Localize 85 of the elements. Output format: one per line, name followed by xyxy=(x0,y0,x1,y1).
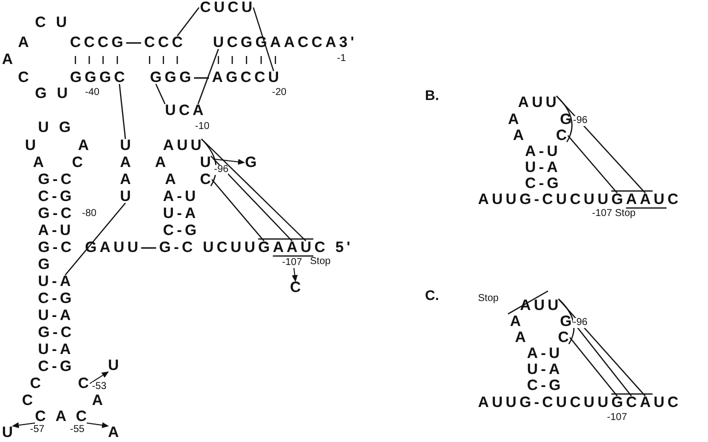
sequence-text: G-C xyxy=(38,206,74,221)
sequence-text: G xyxy=(560,112,575,127)
sequence-text: A xyxy=(510,314,524,329)
stop-label: Stop xyxy=(310,257,331,267)
sequence-text: AUU xyxy=(518,95,560,110)
position-number: -107 xyxy=(282,258,302,268)
position-number: -80 xyxy=(82,209,96,219)
sequence-text: C-G xyxy=(525,176,562,191)
sequence-text: GGGC xyxy=(70,70,128,85)
sequence-text: U-A xyxy=(525,160,561,175)
sequence-text: U-A xyxy=(38,274,74,289)
sequence-text: A xyxy=(92,393,106,408)
sequence-text: G-C xyxy=(38,172,74,187)
position-number: -40 xyxy=(85,88,100,98)
sequence-text: C xyxy=(556,128,570,143)
sequence-text: C-G xyxy=(163,223,200,238)
sequence-text: A xyxy=(515,330,529,345)
position-number: -20 xyxy=(272,88,286,98)
position-number: -107 xyxy=(607,413,628,423)
sequence-text: A-U xyxy=(527,346,563,361)
sequence-text: U xyxy=(120,189,134,204)
panel-label: B. xyxy=(425,88,439,102)
sequence-text: G xyxy=(38,257,53,272)
sequence-text: A-U xyxy=(163,189,199,204)
sequence-text: C xyxy=(558,330,572,345)
position-number: -96 xyxy=(573,116,588,126)
sequence-text: UCA xyxy=(165,103,206,118)
sequence-text: AUUG-CUCUUGAAUC xyxy=(478,192,682,207)
sequence-text: A xyxy=(108,425,122,440)
sequence-text: U xyxy=(120,138,134,153)
sequence-text: CUCU xyxy=(200,0,256,15)
stop-label: Stop xyxy=(615,209,636,219)
sequence-text: AUU xyxy=(163,138,204,153)
sequence-text: A-U xyxy=(38,223,74,238)
sequence-text: A xyxy=(18,35,32,50)
sequence-text: G-C xyxy=(38,240,74,255)
sequence-text: U xyxy=(200,155,214,170)
sequence-text: U xyxy=(25,138,39,153)
sequence-text: CCCG—CCC xyxy=(70,35,186,50)
position-number: -53 xyxy=(92,382,106,392)
stop-label: Stop xyxy=(478,294,499,304)
sequence-text: C xyxy=(18,70,32,85)
sequence-text: U xyxy=(2,425,16,440)
position-number: -57 xyxy=(30,425,44,435)
sequence-text: A xyxy=(120,155,134,170)
sequence-text: C xyxy=(200,172,214,187)
sequence-text: U-A xyxy=(527,362,563,377)
sequence-text: A xyxy=(155,155,169,170)
position-number: -96 xyxy=(573,318,588,328)
sequence-text: U-A xyxy=(163,206,199,221)
sequence-text: G-C xyxy=(38,325,74,340)
sequence-text: C-G xyxy=(527,378,564,393)
sequence-text: AUUG-CUCUUGCAUC xyxy=(478,395,682,410)
sequence-text: C xyxy=(22,393,36,408)
sequence-text: U xyxy=(108,358,122,373)
position-number: -55 xyxy=(70,425,84,435)
sequence-text: A xyxy=(513,128,527,143)
sequence-text: G xyxy=(560,314,575,329)
sequence-text: U G xyxy=(38,120,74,135)
position-number: -1 xyxy=(337,54,346,64)
position-number: -107 xyxy=(592,209,612,219)
sequence-text: G xyxy=(245,155,260,170)
sequence-text: A-U xyxy=(525,144,561,159)
sequence-text: C-G xyxy=(38,359,74,374)
position-number: -10 xyxy=(195,122,210,132)
panel-label: C. xyxy=(425,288,439,302)
sequence-text: G U xyxy=(35,86,71,101)
sequence-text: A xyxy=(2,52,16,67)
position-number: -96 xyxy=(214,165,228,175)
sequence-text: A xyxy=(508,112,522,127)
sequence-text: U-A xyxy=(38,308,74,323)
sequence-text: A xyxy=(33,155,47,170)
sequence-text: C A C xyxy=(35,409,90,424)
sequence-text: C xyxy=(72,155,86,170)
sequence-text: C-G xyxy=(38,189,74,204)
sequence-text: C U xyxy=(35,15,70,30)
sequence-text: U-A xyxy=(38,342,74,357)
sequence-text: C-G xyxy=(38,291,74,306)
sequence-text: C xyxy=(78,376,92,391)
sequence-text: C xyxy=(290,280,304,295)
sequence-text: AUU xyxy=(520,298,562,313)
sequence-text: A xyxy=(78,138,92,153)
sequence-text: A xyxy=(165,172,179,187)
sequence-text: C xyxy=(30,376,44,391)
sequence-text: A xyxy=(120,172,134,187)
